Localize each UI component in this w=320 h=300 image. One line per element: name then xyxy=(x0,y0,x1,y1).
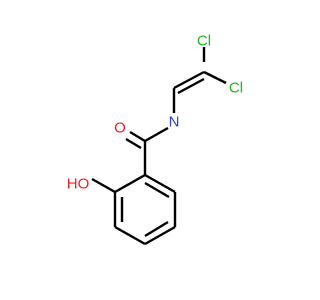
bond-ring-4 xyxy=(114,225,146,246)
bond-cl2-c xyxy=(203,70,227,85)
bond-carbonyl-o xyxy=(129,130,146,143)
bond-n-carbonyl xyxy=(144,126,169,143)
chlorine-atom-label: Cl xyxy=(197,33,211,50)
carbonyl-oxygen-label: O xyxy=(114,120,126,137)
bond-carbonyl-o-double xyxy=(125,137,142,150)
bond-ring-3 xyxy=(144,225,176,246)
bond-ring-6 xyxy=(114,173,146,194)
bond-ring-double-1 xyxy=(144,181,170,199)
chlorine-atom-label: Cl xyxy=(229,80,243,97)
bond-vinyl-double-inner xyxy=(177,77,205,95)
bond-vinyl-double xyxy=(173,70,205,90)
nitrogen-atom-label: N xyxy=(169,114,180,131)
bond-ring-1 xyxy=(144,173,176,194)
bond-ring-hydroxyl xyxy=(91,177,116,194)
bond-ring-double-2 xyxy=(144,220,169,238)
molecule-structure: Cl Cl N O HO xyxy=(67,33,243,246)
hydroxyl-label: HO xyxy=(67,176,90,193)
